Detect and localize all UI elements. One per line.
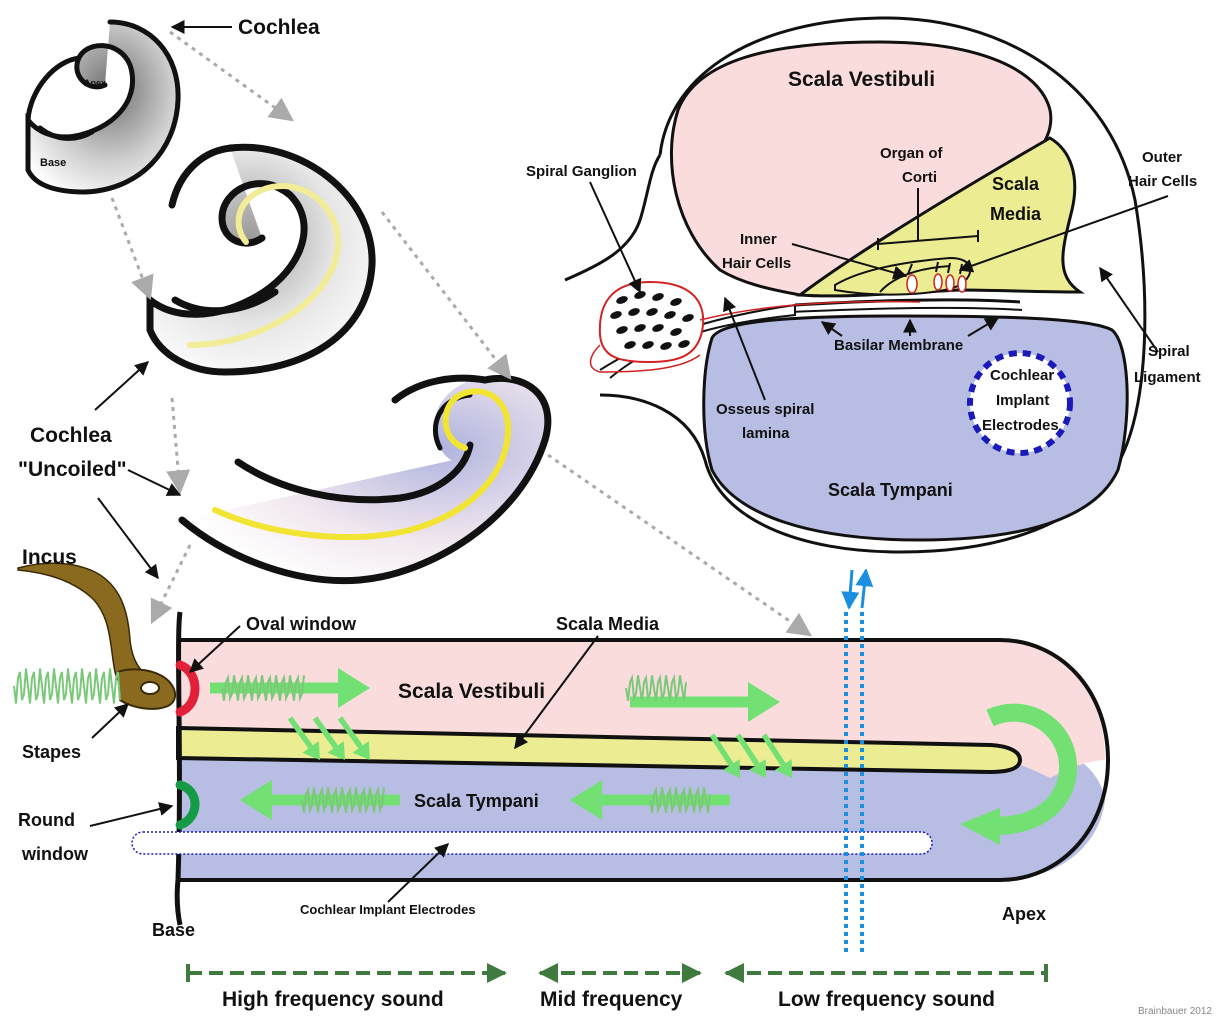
electrode-array xyxy=(132,832,932,854)
base-label-coiled: Base xyxy=(40,157,66,169)
spiral-ligament-2: Ligament xyxy=(1134,369,1201,386)
cochlea-label: Cochlea xyxy=(238,16,320,39)
outer-hair-cells-2: Hair Cells xyxy=(1128,173,1197,190)
apex-label-coiled: Apex xyxy=(84,78,106,88)
organ-of-corti-1: Organ of xyxy=(880,145,944,162)
uncoiled-label-line2: "Uncoiled" xyxy=(18,458,127,481)
mid-frequency-label: Mid frequency xyxy=(540,988,683,1011)
cs-scala-vestibuli: Scala Vestibuli xyxy=(788,68,935,91)
stapes-bone-icon xyxy=(118,669,175,709)
low-frequency-label: Low frequency sound xyxy=(778,988,995,1011)
spiral-ligament-1: Spiral xyxy=(1148,343,1190,360)
cross-section xyxy=(565,18,1145,552)
scala-media-label: Scala Media xyxy=(556,614,660,634)
osseus-spiral-2: lamina xyxy=(742,425,790,442)
electrodes-cs-2: Implant xyxy=(996,392,1049,409)
sound-wave-icon xyxy=(14,669,120,704)
high-frequency-label: High frequency sound xyxy=(222,988,444,1011)
uncoiled-label-line1: Cochlea xyxy=(30,424,112,447)
base-label: Base xyxy=(152,920,195,940)
outer-hair-cells-1: Outer xyxy=(1142,149,1182,166)
stapes-label: Stapes xyxy=(22,742,81,762)
round-window-2: window xyxy=(21,844,89,864)
coiled-cochlea-medium xyxy=(150,147,372,372)
electrodes-cs-3: Electrodes xyxy=(982,417,1059,434)
apex-label: Apex xyxy=(1002,904,1046,924)
cs-scala-media-1: Scala xyxy=(992,174,1040,194)
inner-hair-cells-1: Inner xyxy=(740,231,777,248)
scala-tympani-label: Scala Tympani xyxy=(414,791,539,811)
basilar-membrane-label: Basilar Membrane xyxy=(834,337,963,354)
cs-scala-tympani: Scala Tympani xyxy=(828,480,953,500)
spiral-ganglion-label: Spiral Ganglion xyxy=(526,163,637,180)
incus-label: Incus xyxy=(22,546,77,569)
osseus-spiral-1: Osseus spiral xyxy=(716,401,814,418)
electrodes-cs-1: Cochlear xyxy=(990,367,1054,384)
inner-hair-cells-2: Hair Cells xyxy=(722,255,791,272)
electrodes-label: Cochlear Implant Electrodes xyxy=(300,902,476,917)
uncoiled-cochlea xyxy=(132,612,1108,925)
organ-of-corti-2: Corti xyxy=(902,169,937,186)
oval-window-label: Oval window xyxy=(246,614,357,634)
round-window-1: Round xyxy=(18,810,75,830)
signal-arrows xyxy=(849,570,866,608)
cs-scala-media-2: Media xyxy=(990,204,1042,224)
scala-vestibuli-label: Scala Vestibuli xyxy=(398,680,545,703)
credit-text: Brainbauer 2012 xyxy=(1138,1006,1212,1017)
coiled-cochlea-uncoiled xyxy=(180,376,548,581)
